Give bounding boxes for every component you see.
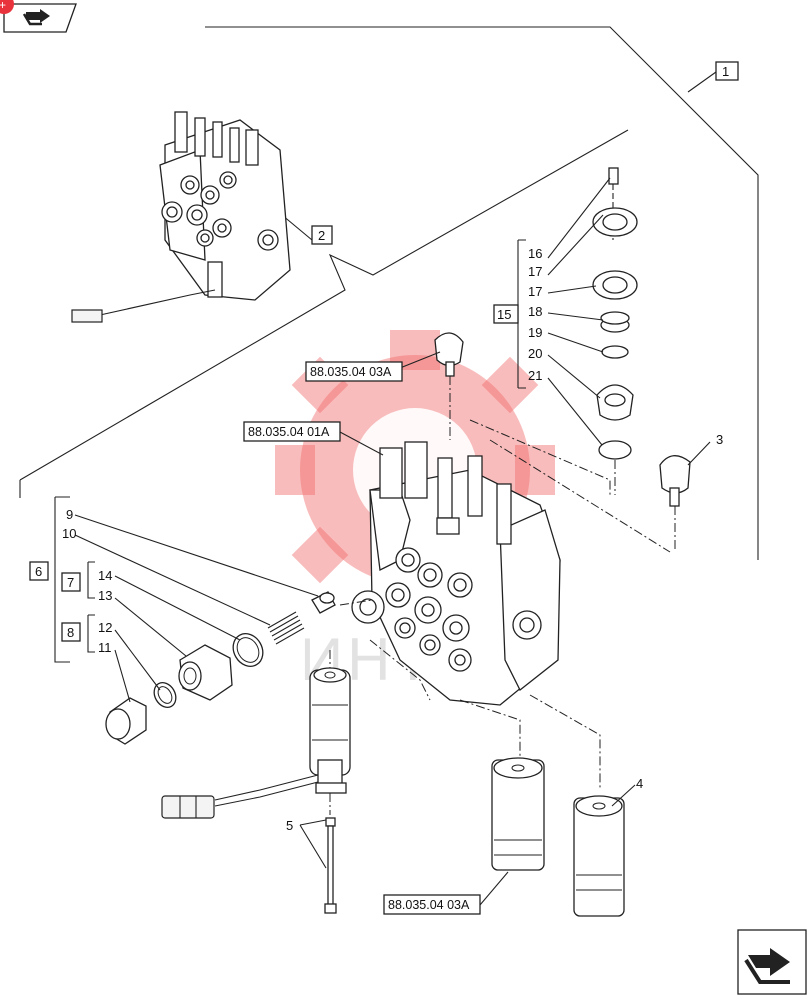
reference-box-top[interactable]: 88.035.04 03A	[305, 361, 403, 382]
callout-21: 21	[528, 368, 542, 383]
callout-19: 19	[528, 325, 542, 340]
solenoid-coil-with-connector	[161, 667, 351, 914]
relief-valve-parts	[105, 591, 336, 745]
callout-17a: 17	[528, 264, 542, 279]
callout-20: 20	[528, 346, 542, 361]
svg-text:15: 15	[497, 307, 511, 322]
next-page-arrow-icon[interactable]	[737, 929, 807, 995]
callout-14: 14	[98, 568, 112, 583]
previous-page-arrow-icon[interactable]: +	[0, 0, 77, 33]
svg-text:88.035.04 03A: 88.035.04 03A	[388, 898, 470, 912]
cover-plate-stack	[592, 167, 638, 495]
svg-text:1: 1	[722, 64, 729, 79]
solenoid-part-4	[573, 795, 625, 917]
callout-11: 11	[98, 640, 112, 655]
callout-3: 3	[716, 432, 723, 447]
callout-box-1[interactable]: 1	[715, 61, 739, 81]
sensor-top	[434, 332, 464, 440]
leader-line-1	[205, 26, 759, 560]
reference-box-middle[interactable]: 88.035.04 01A	[243, 421, 341, 442]
callout-16: 16	[528, 246, 542, 261]
valve-assembly-overview	[71, 111, 291, 323]
callout-12: 12	[98, 620, 112, 635]
callout-box-6[interactable]: 6	[29, 561, 49, 581]
svg-text:6: 6	[35, 564, 42, 579]
solenoid-cartridge-ref	[491, 757, 545, 871]
callout-13: 13	[98, 588, 112, 603]
reference-box-bottom[interactable]: 88.035.04 03A	[383, 894, 481, 915]
control-valve-block	[351, 441, 561, 706]
svg-text:2: 2	[318, 228, 325, 243]
leader-line-2	[19, 129, 629, 481]
svg-text:7: 7	[67, 575, 74, 590]
callout-box-2[interactable]: 2	[311, 225, 333, 245]
svg-text:+: +	[0, 0, 6, 12]
svg-text:88.035.04 01A: 88.035.04 01A	[248, 425, 330, 439]
callout-box-8[interactable]: 8	[61, 622, 81, 642]
callout-18: 18	[528, 304, 542, 319]
callout-box-7[interactable]: 7	[61, 572, 81, 592]
callout-5: 5	[286, 818, 293, 833]
svg-text:88.035.04 03A: 88.035.04 03A	[310, 365, 392, 379]
svg-text:8: 8	[67, 625, 74, 640]
callout-9: 9	[66, 507, 73, 522]
callout-10: 10	[62, 526, 76, 541]
callout-box-15[interactable]: 15	[493, 304, 519, 324]
leader-line-1-tick	[687, 71, 717, 93]
callout-4: 4	[636, 776, 643, 791]
pressure-sensor-part-3	[659, 455, 691, 552]
callout-17b: 17	[528, 284, 542, 299]
